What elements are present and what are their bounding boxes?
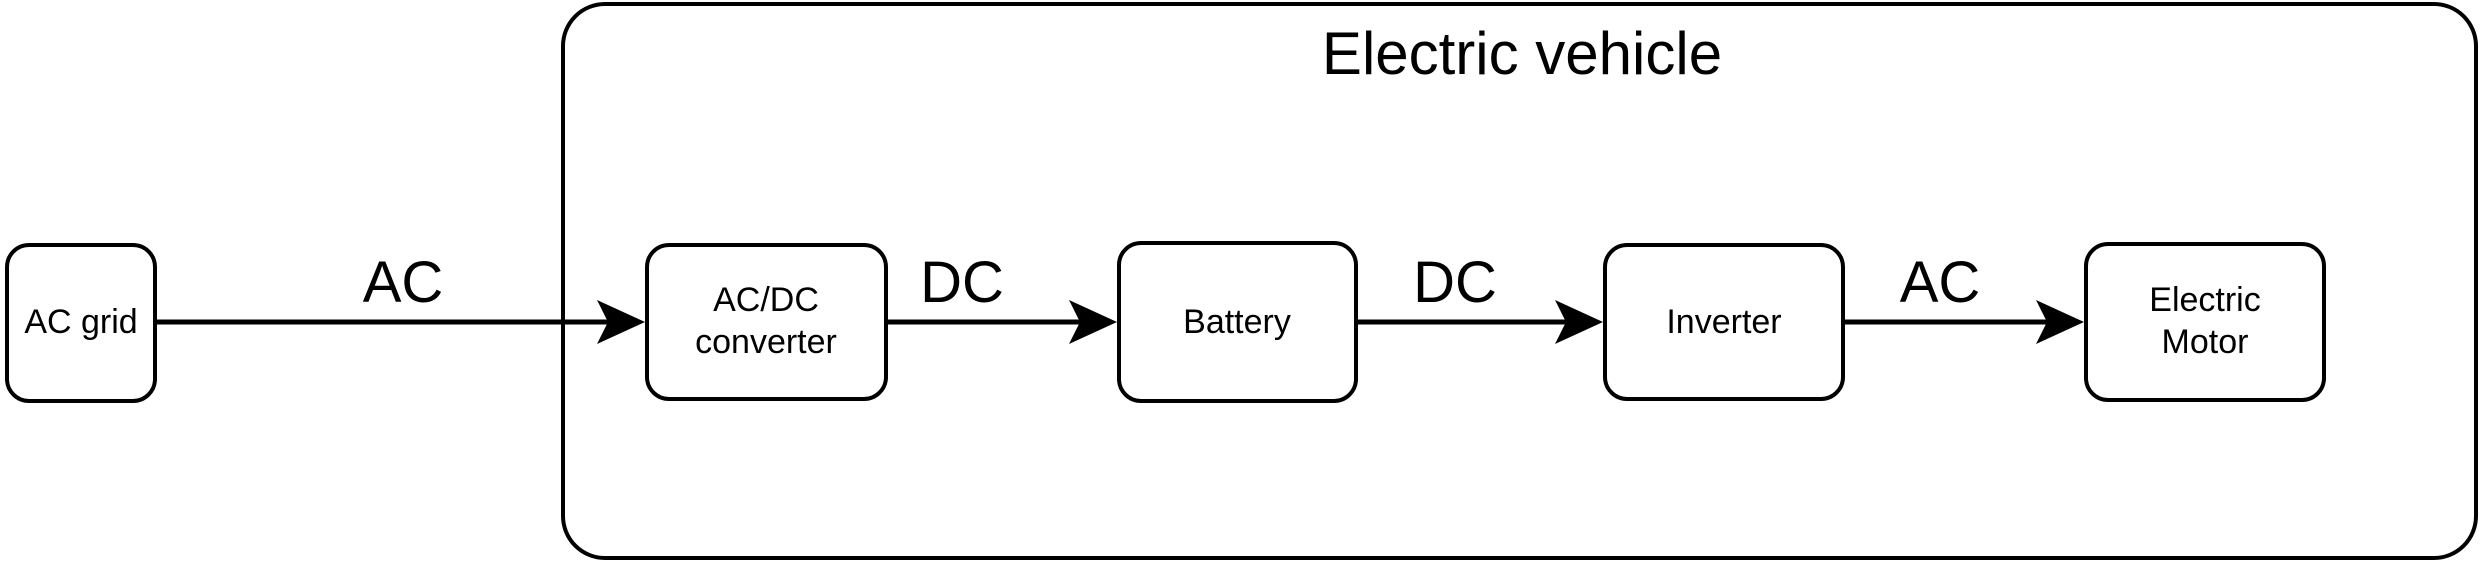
edge-ac-grid-to-ac-dc-label: AC	[363, 250, 444, 315]
edge-battery-to-inverter-label: DC	[1413, 250, 1497, 315]
node-ac-grid-outline	[5, 243, 157, 403]
node-ac-dc-converter[interactable]: AC/DC converter	[645, 243, 888, 401]
node-electric-motor-label-line1: Electric	[2149, 281, 2260, 319]
node-inverter-label: Inverter	[1666, 303, 1781, 341]
node-ac-grid-label: AC grid	[24, 303, 137, 341]
edge-inverter-to-electric-motor-arrowhead-icon	[2036, 300, 2084, 344]
node-ac-dc-converter-outline	[645, 243, 888, 401]
group-electric-vehicle-outline	[561, 2, 2478, 560]
node-electric-motor-label-line2: Motor	[2162, 323, 2249, 361]
edge-ac-dc-to-battery-arrowhead-icon	[1069, 300, 1117, 344]
edge-ac-dc-to-battery-label: DC	[920, 250, 1004, 315]
group-electric-vehicle[interactable]: Electric vehicle	[561, 2, 2478, 560]
edge-battery-to-inverter[interactable]: DC	[1357, 250, 1603, 344]
group-electric-vehicle-label: Electric vehicle	[1322, 20, 1722, 87]
edge-inverter-to-electric-motor[interactable]: AC	[1845, 250, 2084, 344]
node-electric-motor-outline	[2084, 242, 2326, 402]
edge-ac-grid-to-ac-dc-arrowhead-icon	[597, 300, 645, 344]
edge-battery-to-inverter-arrowhead-icon	[1555, 300, 1603, 344]
node-inverter[interactable]: Inverter	[1603, 243, 1845, 401]
edge-ac-grid-to-ac-dc[interactable]: AC	[157, 250, 645, 344]
node-battery-label: Battery	[1183, 303, 1291, 341]
node-battery-outline	[1117, 241, 1358, 403]
node-battery[interactable]: Battery	[1117, 241, 1358, 403]
node-inverter-outline	[1603, 243, 1845, 401]
edge-inverter-to-electric-motor-label: AC	[1900, 250, 1981, 315]
node-electric-motor[interactable]: Electric Motor	[2084, 242, 2326, 402]
node-ac-grid[interactable]: AC grid	[5, 243, 157, 403]
edge-ac-dc-to-battery[interactable]: DC	[888, 250, 1117, 344]
node-ac-dc-converter-label-line1: AC/DC	[713, 281, 819, 319]
node-ac-dc-converter-label-line2: converter	[695, 323, 837, 361]
